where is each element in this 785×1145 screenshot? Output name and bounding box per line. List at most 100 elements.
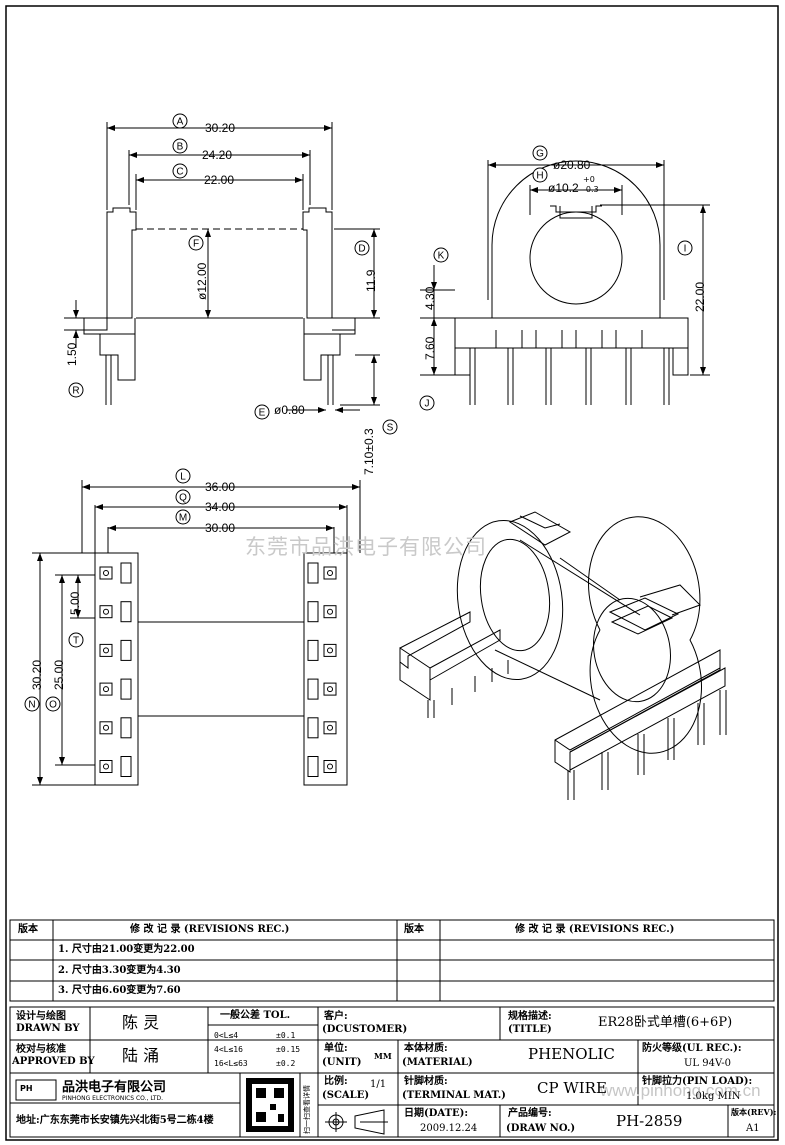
material-value: PHENOLIC xyxy=(528,1045,615,1063)
title-label-en: (TITLE) xyxy=(508,1024,552,1035)
rev-col-record-left: 修 改 记 录 (REVISIONS REC.) xyxy=(130,924,290,935)
svg-text:S: S xyxy=(387,423,394,434)
callout-i: I xyxy=(677,240,693,256)
callout-c: C xyxy=(172,163,188,179)
revision-table-lines xyxy=(9,919,775,1002)
revision-item: 1. 尺寸由21.00变更为22.00 xyxy=(58,944,195,955)
terminal-label-en: (TERMINAL MAT.) xyxy=(402,1090,506,1101)
revision-item: 3. 尺寸由6.60变更为7.60 xyxy=(58,985,181,996)
tol-value: ±0.15 xyxy=(276,1045,301,1054)
svg-text:B: B xyxy=(177,142,184,153)
svg-text:C: C xyxy=(176,167,183,178)
dim-o: 25.00 xyxy=(52,659,66,690)
svg-text:G: G xyxy=(536,149,544,160)
customer-label-en: (DCUSTOMER) xyxy=(322,1024,408,1035)
dim-b: 24.20 xyxy=(202,148,233,162)
company-logo: PH xyxy=(20,1084,33,1093)
pin-pad xyxy=(99,682,113,696)
pin-hole xyxy=(327,570,333,576)
dim-k: 4.30 xyxy=(423,286,437,310)
callout-s: S xyxy=(382,419,398,435)
pin-hole xyxy=(327,763,333,770)
pin-slot xyxy=(120,562,132,584)
pin-hole xyxy=(327,724,333,731)
callout-e: E xyxy=(254,404,270,420)
pin-hole xyxy=(327,686,333,693)
unit-value: MM xyxy=(374,1051,392,1061)
dim-m: 30.00 xyxy=(205,521,236,535)
svg-text:L: L xyxy=(180,472,186,483)
pin-slot xyxy=(120,639,132,661)
draw-no-label: 产品编号: xyxy=(508,1108,552,1119)
terminal-value: CP WIRE xyxy=(537,1079,607,1097)
approved-label-cn: 校对与核准 xyxy=(16,1044,66,1055)
rev-value: A1 xyxy=(746,1123,760,1134)
dim-n: 30.20 xyxy=(30,659,44,690)
top-view xyxy=(32,480,361,786)
revision-item: 2. 尺寸由3.30变更为4.30 xyxy=(58,965,181,976)
svg-text:H: H xyxy=(536,171,543,182)
pin-hole xyxy=(327,608,333,615)
pin-pad xyxy=(323,566,337,580)
dim-r: 1.50 xyxy=(65,342,79,366)
callout-f: F xyxy=(188,235,204,251)
callout-h: H xyxy=(532,167,548,183)
callout-d: D xyxy=(354,240,370,256)
pin-slot xyxy=(120,756,132,777)
pin-hole xyxy=(103,686,109,693)
title-block-lines xyxy=(9,1006,775,1138)
draw-no-label-en: (DRAW NO.) xyxy=(506,1123,576,1134)
pin-slot xyxy=(307,639,319,661)
dim-q: 34.00 xyxy=(205,500,236,514)
material-label-en: (MATERIAL) xyxy=(402,1057,473,1068)
pin-hole xyxy=(103,763,109,770)
callout-n: N xyxy=(24,696,40,712)
scale-label: 比例: xyxy=(324,1076,348,1087)
pin-slot xyxy=(307,756,319,777)
pin-slot xyxy=(120,678,132,700)
dim-g: ø20.80 xyxy=(553,158,591,172)
tol-range: 4<L≤16 xyxy=(214,1045,243,1054)
unit-label: 单位: xyxy=(324,1043,348,1054)
isometric-view xyxy=(399,511,727,800)
date-label: 日期(DATE): xyxy=(404,1108,469,1119)
drawn-by-label-cn: 设计与绘图 xyxy=(16,1011,66,1022)
callout-o: O xyxy=(45,696,61,712)
rev-label: 版本(REV): xyxy=(731,1107,777,1117)
pin-pad xyxy=(99,643,113,657)
dim-t: 5.00 xyxy=(68,591,82,615)
customer-label: 客户: xyxy=(324,1011,348,1022)
callout-j: J xyxy=(419,395,435,411)
approved-by-name: 陆 涌 xyxy=(122,1046,160,1065)
pin-hole xyxy=(103,724,109,731)
svg-text:A: A xyxy=(177,117,184,128)
dim-e: ø0.80 xyxy=(274,403,305,417)
dim-l: 36.00 xyxy=(205,480,236,494)
rev-col-record-right: 修 改 记 录 (REVISIONS REC.) xyxy=(515,924,675,935)
pin-pad xyxy=(323,605,337,619)
pin-slot xyxy=(307,678,319,700)
callout-a: A xyxy=(172,113,188,129)
callout-l: L xyxy=(175,468,191,484)
callout-m: M xyxy=(175,509,191,525)
callout-r: R xyxy=(68,382,84,398)
ul-value: UL 94V-0 xyxy=(684,1058,732,1069)
drawn-by-name: 陈 灵 xyxy=(122,1013,160,1032)
pin-load-value: 1.0kg MIN xyxy=(686,1091,741,1102)
dim-h-tol-top: +0 xyxy=(583,175,595,184)
pin-pad xyxy=(323,760,337,773)
pin-slot xyxy=(120,601,132,623)
pin-slot xyxy=(307,717,319,739)
pin-pad xyxy=(99,605,113,619)
dim-h: ø10.2 xyxy=(548,181,579,195)
material-label: 本体材质: xyxy=(404,1043,448,1054)
date-value: 2009.12.24 xyxy=(420,1123,478,1134)
company-name: 品洪电子有限公司 xyxy=(62,1080,167,1095)
title-label: 规格描述: xyxy=(508,1011,552,1022)
rev-col-version-left: 版本 xyxy=(18,924,38,935)
svg-text:T: T xyxy=(73,636,79,647)
svg-text:J: J xyxy=(425,399,430,410)
callout-t: T xyxy=(68,632,84,648)
svg-text:I: I xyxy=(684,244,687,255)
company-name-en: PINHONG ELECTRONICS CO., LTD. xyxy=(62,1095,164,1102)
